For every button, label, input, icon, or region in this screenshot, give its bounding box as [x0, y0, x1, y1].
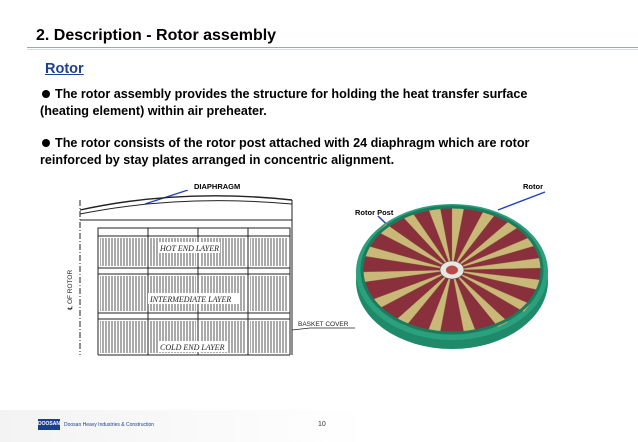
company-name: Doosan Heavy Industries & Construction — [64, 422, 155, 428]
basket-cover-label: BASKET COVER — [298, 321, 349, 328]
diaphragm-label: DIAPHRAGM — [194, 182, 241, 191]
intermediate-layer-label: INTERMEDIATE LAYER — [149, 295, 231, 304]
bullet-paragraph-1: The rotor assembly provides the structur… — [40, 86, 600, 120]
rotor-section-drawing: HOT END LAYER INTERMEDIATE LAYER COLD EN… — [67, 190, 355, 356]
paragraph-2-line-1: The rotor consists of the rotor post att… — [55, 136, 530, 150]
rotor-post-label: Rotor Post — [355, 208, 394, 217]
title-divider-shadow — [27, 49, 638, 50]
bullet-paragraph-2: The rotor consists of the rotor post att… — [40, 135, 600, 169]
cold-end-layer-label: COLD END LAYER — [160, 343, 225, 352]
logo-text: DOOSAN — [38, 421, 60, 427]
title-divider — [27, 47, 638, 48]
footer: DOOSAN Doosan Heavy Industries & Constru… — [0, 410, 638, 442]
section-heading: Rotor — [45, 61, 84, 77]
paragraph-1-line-1: The rotor assembly provides the structur… — [55, 87, 528, 101]
paragraph-2-line-2: reinforced by stay plates arranged in co… — [40, 153, 395, 167]
bullet-icon — [42, 90, 50, 99]
paragraph-1-line-2: (heating element) within air preheater. — [40, 104, 267, 118]
rotor-label: Rotor — [523, 182, 543, 191]
rotor-3d-render — [356, 191, 548, 349]
rotor-axis-label: ℄ OF ROTOR — [67, 270, 74, 311]
slide-title: 2. Description - Rotor assembly — [36, 27, 277, 44]
bullet-icon — [42, 139, 50, 148]
footer-band — [0, 410, 370, 442]
hot-end-layer-label: HOT END LAYER — [159, 244, 219, 253]
page-number: 10 — [318, 421, 326, 428]
doosan-logo-icon — [38, 419, 60, 430]
